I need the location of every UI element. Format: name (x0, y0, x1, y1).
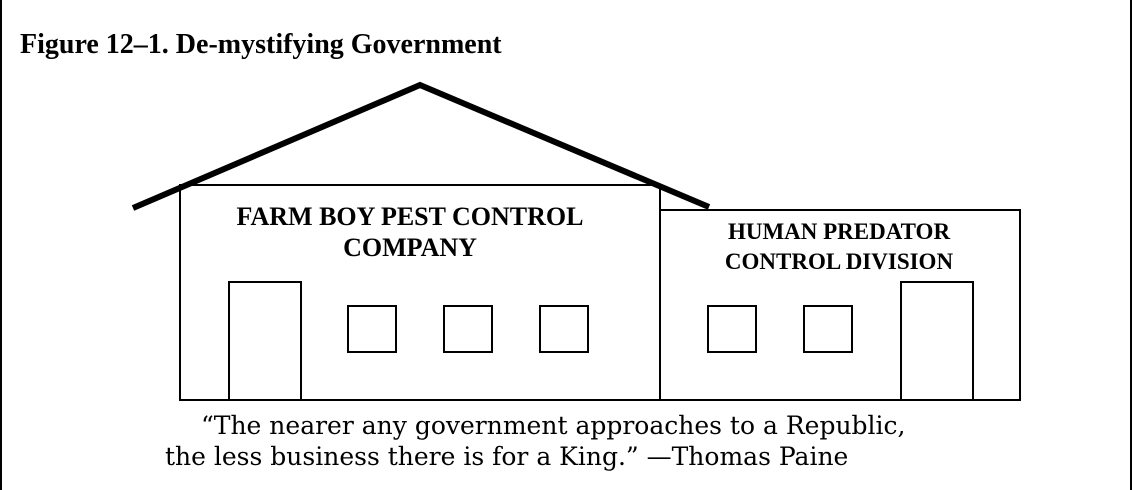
main-building-window (347, 305, 397, 353)
main-building-label-line2: COMPANY (343, 233, 477, 262)
annex-building-label-line2: CONTROL DIVISION (725, 249, 954, 274)
roof (131, 81, 711, 211)
quote-line2: the less business there is for a King.” … (165, 442, 849, 471)
main-building-window (443, 305, 493, 353)
annex-building-door (900, 281, 974, 401)
quote-line1: “The nearer any government approaches to… (201, 411, 906, 440)
annex-building-window (707, 305, 757, 353)
annex-building-window (803, 305, 853, 353)
main-building-door (228, 281, 302, 401)
figure-title: Figure 12–1. De-mystifying Government (20, 29, 502, 60)
frame-left-border (0, 0, 2, 490)
frame-right-border (1130, 0, 1132, 490)
annex-building-label-line1: HUMAN PREDATOR (728, 219, 951, 244)
annex-building-outline (659, 209, 1021, 401)
main-building-label-line1: FARM BOY PEST CONTROL (237, 202, 584, 231)
main-building-window (539, 305, 589, 353)
